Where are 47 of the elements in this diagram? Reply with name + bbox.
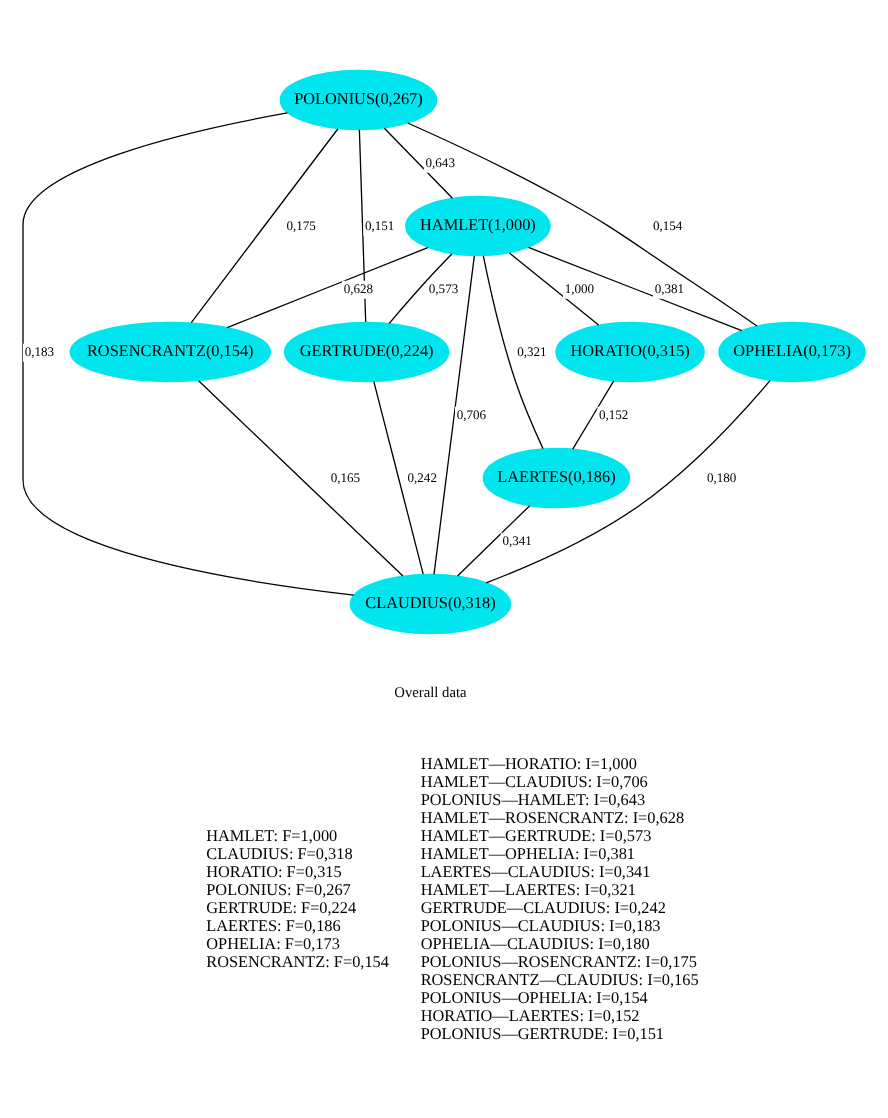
connector: [485, 379, 771, 584]
connector: [407, 122, 758, 327]
node-ellipse: CLAUDIUS(0,318): [349, 573, 512, 635]
label: Overall data: [394, 682, 467, 701]
label: HAMLET—GERTRUDE: I=0,573: [420, 827, 652, 846]
connector: [373, 381, 424, 575]
label: CLAUDIUS: F=0,318: [206, 845, 353, 864]
label: HAMLET—HORATIO: I=1,000: [420, 755, 637, 774]
node-ellipse: HORATIO(0,315): [555, 321, 705, 383]
connector: [433, 255, 475, 576]
connector: [190, 128, 339, 324]
label: OPHELIA: F=0,173: [206, 935, 340, 954]
label: POLONIUS: F=0,267: [206, 881, 351, 900]
label: GERTRUDE: F=0,224: [206, 899, 357, 918]
label: HAMLET—OPHELIA: I=0,381: [420, 845, 636, 864]
label: HORATIO: F=0,315: [206, 863, 342, 882]
connector: [388, 253, 453, 324]
label: POLONIUS—OPHELIA: I=0,154: [420, 989, 648, 1008]
label: POLONIUS—GERTRUDE: I=0,151: [420, 1025, 665, 1044]
label: HAMLET—LAERTES: I=0,321: [420, 881, 636, 900]
label: ROSENCRANTZ—CLAUDIUS: I=0,165: [420, 971, 699, 990]
node-ellipse: GERTRUDE(0,224): [283, 321, 450, 383]
label: HAMLET—CLAUDIUS: I=0,706: [420, 773, 648, 792]
label: POLONIUS—CLAUDIUS: I=0,183: [420, 917, 661, 936]
label: LAERTES: F=0,186: [206, 917, 341, 936]
label: POLONIUS—ROSENCRANTZ: I=0,175: [420, 953, 697, 972]
label: HAMLET: F=1,000: [206, 827, 338, 846]
label: GERTRUDE—CLAUDIUS: I=0,242: [420, 899, 666, 918]
connector: [383, 127, 454, 199]
label: ROSENCRANTZ: F=0,154: [206, 953, 389, 972]
label: LAERTES—CLAUDIUS: I=0,341: [420, 863, 651, 882]
label: HAMLET—ROSENCRANTZ: I=0,628: [420, 809, 685, 828]
node-ellipse: HAMLET(1,000): [405, 195, 551, 257]
connector: [226, 246, 429, 329]
connector: [527, 246, 743, 332]
connector: [197, 380, 404, 577]
connector: [358, 129, 367, 323]
node-ellipse: ROSENCRANTZ(0,154): [69, 321, 272, 383]
label: HORATIO—LAERTES: I=0,152: [420, 1007, 640, 1026]
label: OPHELIA—CLAUDIUS: I=0,180: [420, 935, 650, 954]
node-ellipse: LAERTES(0,186): [482, 447, 631, 509]
node-ellipse: POLONIUS(0,267): [279, 69, 438, 131]
connector: [572, 380, 615, 450]
node-ellipse: OPHELIA(0,173): [718, 321, 866, 383]
label: POLONIUS—HAMLET: I=0,643: [420, 791, 646, 810]
connector: [482, 255, 544, 450]
connector: [456, 505, 531, 577]
